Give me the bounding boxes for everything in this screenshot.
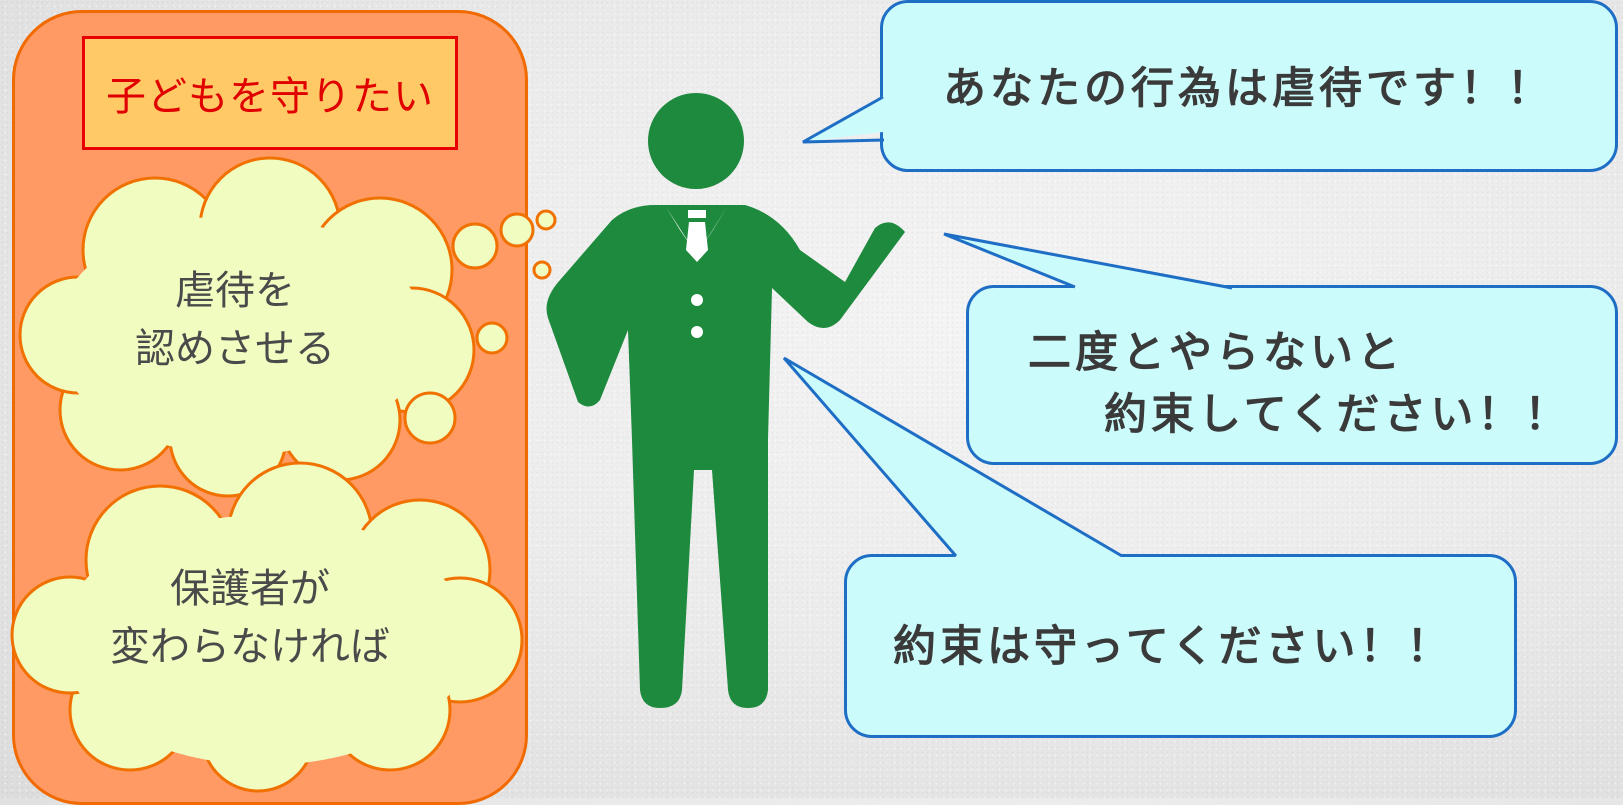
thought-cloud-1-body — [55, 215, 425, 455]
shirt-button-2 — [691, 326, 703, 338]
shirt-button-1 — [691, 294, 703, 306]
panel-title: 子どもを守りたい — [82, 36, 458, 150]
speech-bubble-3 — [844, 554, 1517, 738]
thought-cloud-2-body — [60, 515, 470, 765]
speech-bubble-2-text-line-2: 約束してください！！ — [1104, 390, 1572, 440]
necktie — [686, 210, 708, 262]
speech-bubble-2-tail-outline — [943, 232, 1233, 290]
person-figure — [546, 93, 905, 708]
speech-bubble-3-tail-outline — [782, 356, 1123, 558]
thought-bubble-trail — [403, 209, 557, 445]
speech-bubble-1-tail — [803, 95, 915, 142]
thought-cloud-1-text: 虐待を 認めさせる — [135, 268, 335, 372]
person-head — [648, 93, 744, 189]
speech-bubble-1-tail-outline — [802, 95, 885, 144]
speech-bubble-2-text-line-1: 二度とやらないと — [1028, 328, 1404, 378]
thought-cloud-2-text: 保護者が 変わらなければ — [110, 566, 390, 670]
person-body — [546, 205, 905, 708]
speech-bubble-3-text: 約束は守ってください！！ — [893, 622, 1454, 672]
speech-bubble-2 — [966, 285, 1618, 465]
speech-bubble-1-text: あなたの行為は虐待です！！ — [943, 64, 1554, 114]
speech-bubble-1 — [880, 0, 1618, 172]
